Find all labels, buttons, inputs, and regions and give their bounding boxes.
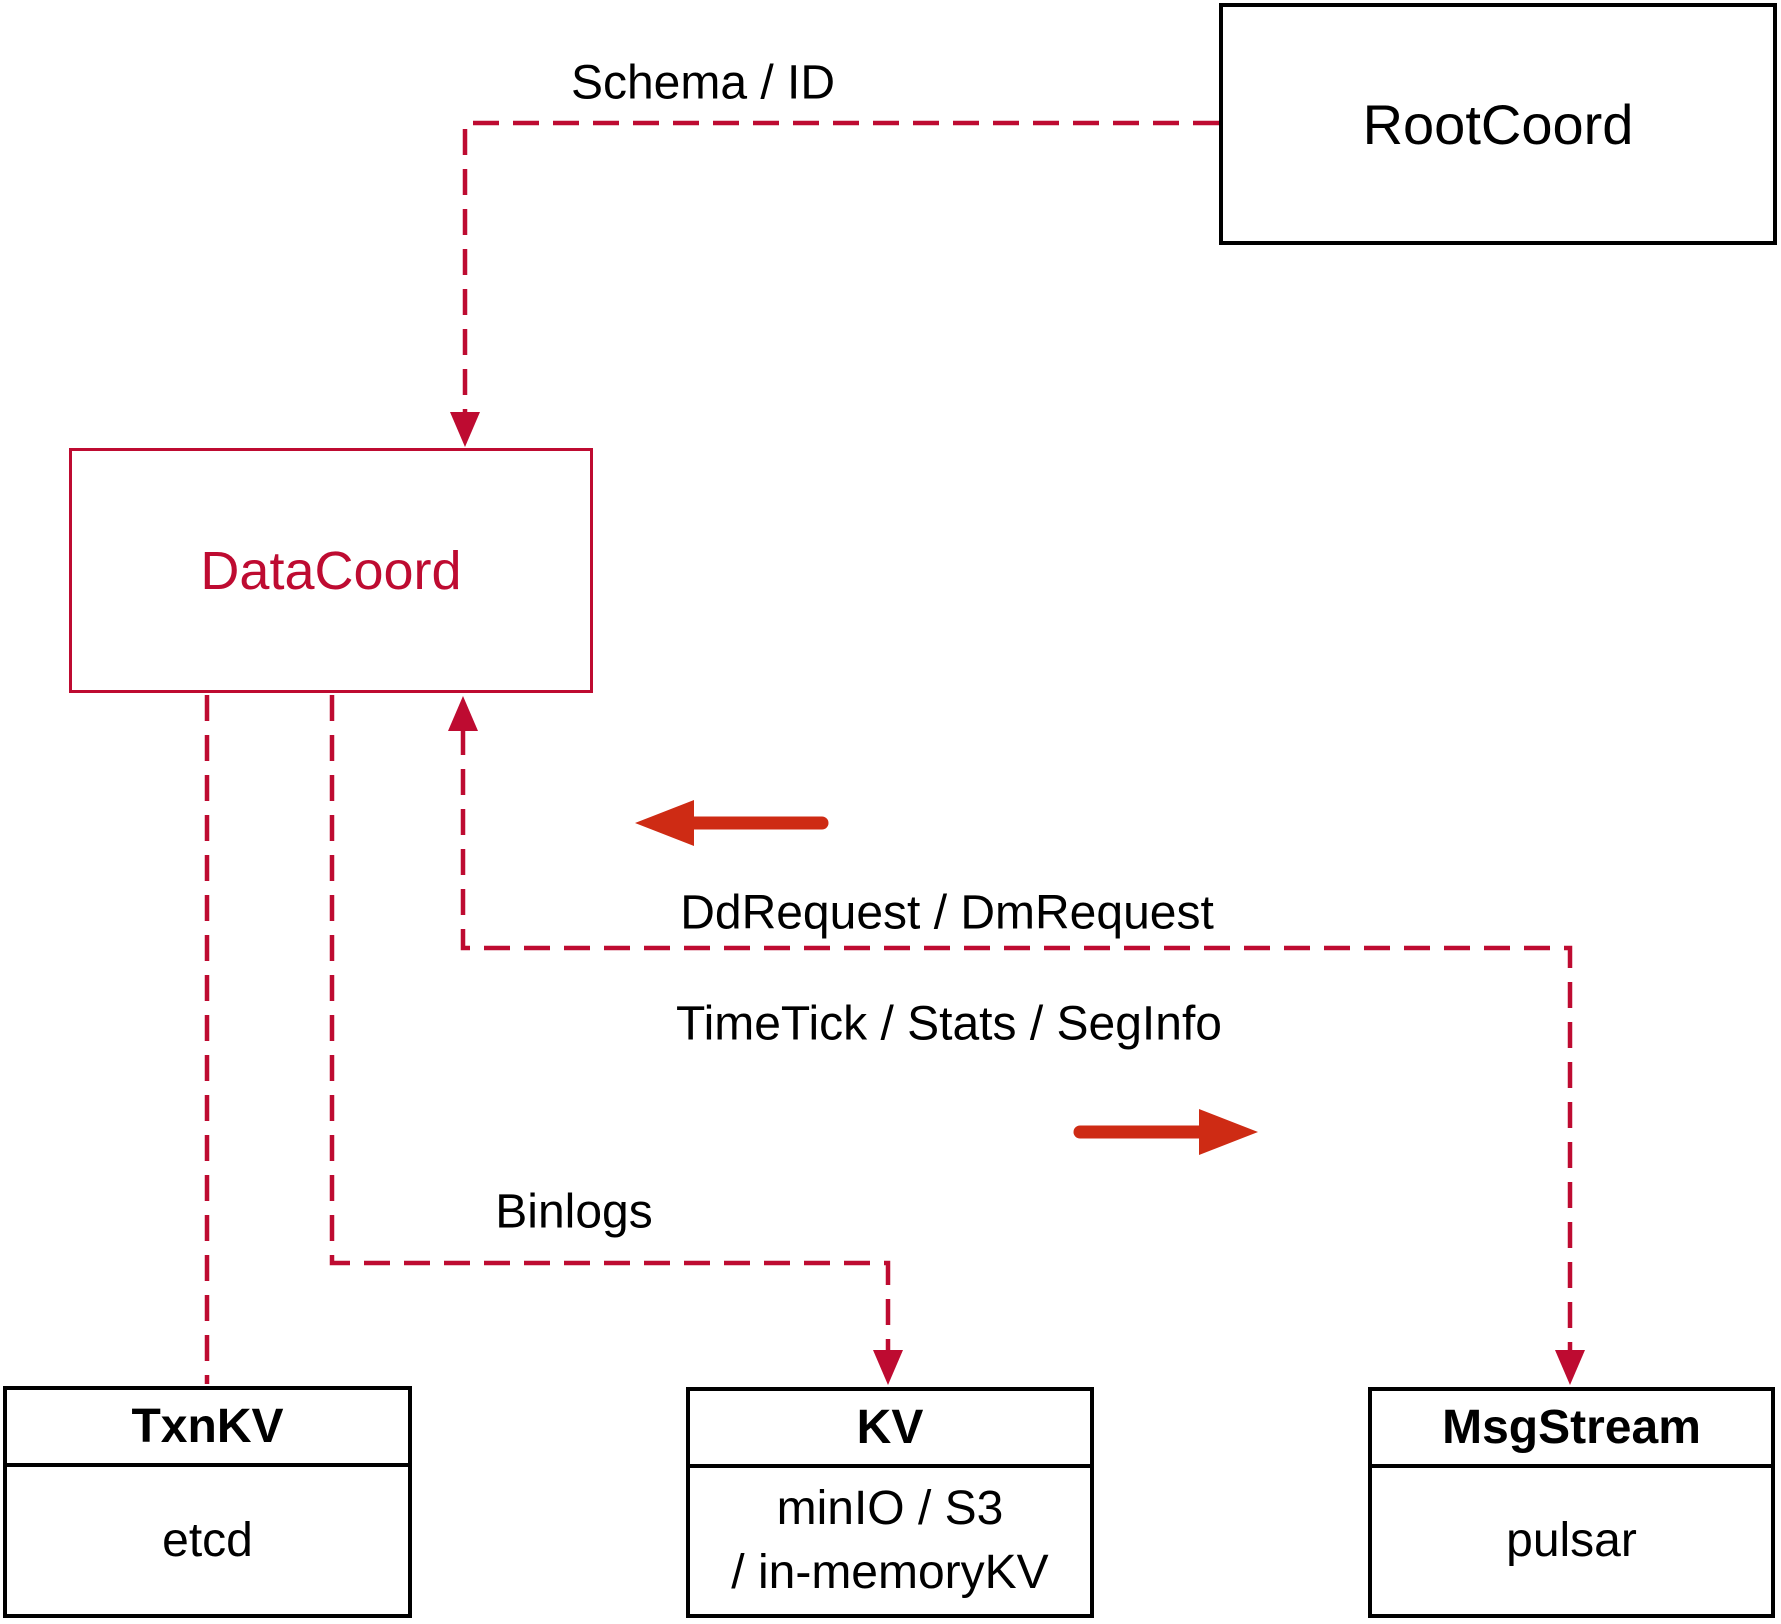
direction-arrow-right-icon xyxy=(1073,1109,1258,1155)
txnkv-body-line: etcd xyxy=(162,1513,253,1567)
rootcoord-label: RootCoord xyxy=(1362,92,1634,156)
kv-body-line-2: / in-memoryKV xyxy=(731,1546,1049,1599)
datacoord-node: DataCoord xyxy=(69,448,593,693)
msgstream-body: pulsar xyxy=(1372,1468,1771,1614)
edge-label-ddrequest: DdRequest / DmRequest xyxy=(680,886,1214,940)
arrowhead-up-datacoord-icon xyxy=(448,696,478,731)
txnkv-node: TxnKV etcd xyxy=(3,1386,412,1618)
msgstream-body-line: pulsar xyxy=(1506,1514,1637,1567)
edge-label-timetick: TimeTick / Stats / SegInfo xyxy=(676,997,1222,1051)
arrowhead-down-msgstream-icon xyxy=(1555,1350,1585,1385)
edge-label-binlogs: Binlogs xyxy=(495,1185,653,1239)
kv-node: KV minIO / S3 / in-memoryKV xyxy=(686,1387,1094,1618)
datacoord-label: DataCoord xyxy=(200,540,462,601)
msgstream-header: MsgStream xyxy=(1372,1391,1771,1468)
txnkv-body: etcd xyxy=(7,1467,408,1614)
direction-arrow-left-icon xyxy=(635,800,829,846)
edge-schema-id xyxy=(462,120,1219,430)
arrowhead-down-datacoord-icon xyxy=(450,412,480,447)
edge-ddrequest-timetick xyxy=(460,729,1573,1350)
msgstream-node: MsgStream pulsar xyxy=(1368,1387,1775,1618)
txnkv-header: TxnKV xyxy=(7,1390,408,1467)
rootcoord-node: RootCoord xyxy=(1219,3,1777,245)
kv-header: KV xyxy=(690,1391,1090,1468)
edge-label-schema-id: Schema / ID xyxy=(570,56,836,110)
kv-body: minIO / S3 / in-memoryKV xyxy=(690,1468,1090,1614)
kv-body-line-1: minIO / S3 xyxy=(776,1482,1004,1535)
edge-binlogs xyxy=(329,695,891,1350)
arrowhead-down-kv-icon xyxy=(873,1350,903,1385)
